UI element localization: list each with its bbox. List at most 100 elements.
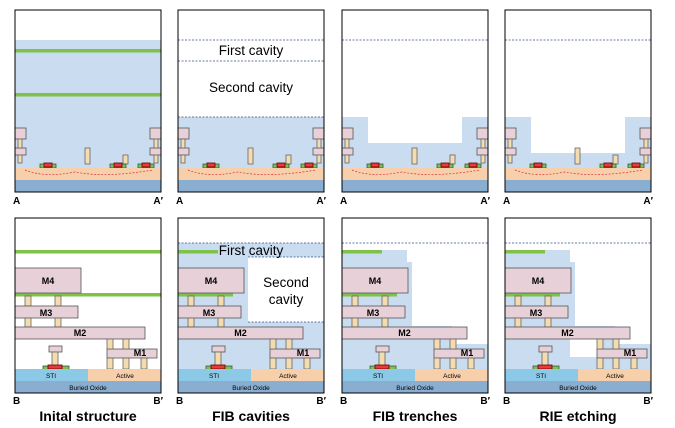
gate-red bbox=[603, 162, 613, 168]
metal-m4 bbox=[14, 267, 82, 294]
via bbox=[187, 295, 195, 307]
via bbox=[214, 351, 222, 367]
corner-label-b-prime: B′ bbox=[480, 396, 490, 407]
label-m2: M2 bbox=[234, 328, 247, 338]
metal-m1-left bbox=[211, 345, 226, 353]
panel-top-2 bbox=[177, 9, 325, 193]
metal-m1 bbox=[433, 348, 485, 359]
caption-3: FIB trenches bbox=[373, 408, 458, 424]
via bbox=[514, 317, 522, 328]
corner-label-a-prime: A′ bbox=[316, 196, 326, 207]
via bbox=[544, 295, 552, 307]
via bbox=[217, 317, 225, 328]
via bbox=[480, 138, 486, 149]
label-m4: M4 bbox=[42, 276, 55, 286]
via bbox=[449, 338, 457, 350]
via bbox=[596, 357, 604, 370]
metal-m1 bbox=[269, 348, 321, 359]
via bbox=[544, 317, 552, 328]
via bbox=[449, 154, 456, 165]
buried-oxide bbox=[15, 180, 161, 192]
via bbox=[630, 357, 638, 370]
metal-m1 bbox=[106, 348, 158, 359]
buried-oxide bbox=[342, 381, 488, 393]
second-cavity-label-top: Second cavity bbox=[209, 80, 293, 95]
via bbox=[24, 317, 32, 328]
gate-red bbox=[43, 162, 53, 168]
metal-pad-right bbox=[639, 147, 652, 156]
trench-open bbox=[412, 248, 488, 326]
label-m2: M2 bbox=[74, 328, 87, 338]
metal-m1-left bbox=[375, 345, 390, 353]
corner-label-b: B bbox=[503, 396, 510, 407]
label-m4: M4 bbox=[205, 276, 218, 286]
via bbox=[351, 295, 359, 307]
green-layer bbox=[342, 293, 397, 297]
trench-open bbox=[575, 248, 651, 326]
via bbox=[140, 357, 148, 370]
label-sti: STI bbox=[209, 373, 219, 380]
panel-top-4 bbox=[504, 9, 652, 193]
metal-pad-left bbox=[14, 127, 27, 140]
via bbox=[344, 138, 350, 149]
sti-region bbox=[342, 369, 415, 381]
via bbox=[643, 154, 649, 164]
via bbox=[153, 154, 159, 164]
green-layer bbox=[505, 250, 545, 254]
via bbox=[612, 338, 620, 350]
via bbox=[17, 154, 23, 164]
green-layer bbox=[178, 293, 233, 297]
sti-region bbox=[15, 369, 88, 381]
via bbox=[51, 351, 59, 367]
panel-background bbox=[15, 218, 161, 393]
panel-top-1 bbox=[14, 9, 162, 193]
via bbox=[381, 317, 389, 328]
corner-label-b-prime: B′ bbox=[153, 396, 163, 407]
second-cavity-label-line1: Second bbox=[263, 275, 309, 290]
metal-pad-right bbox=[149, 127, 162, 140]
buried-oxide bbox=[342, 180, 488, 192]
metal-pad-right bbox=[639, 127, 652, 140]
sti-region bbox=[505, 369, 578, 381]
buried-oxide bbox=[178, 180, 324, 192]
via bbox=[24, 295, 32, 307]
via bbox=[269, 357, 277, 370]
junction-line bbox=[24, 169, 154, 175]
panel-border bbox=[504, 9, 652, 193]
metal-pad-left bbox=[177, 147, 190, 156]
gate-red bbox=[206, 162, 216, 168]
label-m4: M4 bbox=[369, 276, 382, 286]
corner-label-a: A bbox=[340, 196, 347, 207]
gate-red bbox=[113, 162, 123, 168]
corner-label-b: B bbox=[176, 396, 183, 407]
panel-border bbox=[14, 217, 162, 394]
via bbox=[411, 147, 418, 165]
gate-red bbox=[537, 364, 553, 370]
label-m2: M2 bbox=[561, 328, 574, 338]
via bbox=[285, 154, 292, 165]
label-active: Active bbox=[116, 373, 134, 380]
via bbox=[612, 154, 619, 165]
corner-label-a-prime: A′ bbox=[480, 196, 490, 207]
corner-label-a: A bbox=[503, 196, 510, 207]
gate-red bbox=[304, 162, 314, 168]
buried-oxide bbox=[505, 180, 651, 192]
first-cavity-label-top: First cavity bbox=[219, 43, 284, 58]
label-active: Active bbox=[279, 373, 297, 380]
metal-m1-left bbox=[48, 345, 63, 353]
via bbox=[449, 357, 457, 370]
panel-border bbox=[341, 9, 489, 193]
via bbox=[541, 351, 549, 367]
corner-label-a-prime: A′ bbox=[643, 196, 653, 207]
buried-oxide bbox=[15, 381, 161, 393]
label-m1: M1 bbox=[461, 348, 474, 358]
gate-red bbox=[374, 364, 390, 370]
active-region bbox=[251, 369, 324, 381]
via bbox=[180, 138, 186, 149]
metal-m4 bbox=[341, 267, 409, 294]
gate-red bbox=[370, 162, 380, 168]
label-sti: STI bbox=[373, 373, 383, 380]
